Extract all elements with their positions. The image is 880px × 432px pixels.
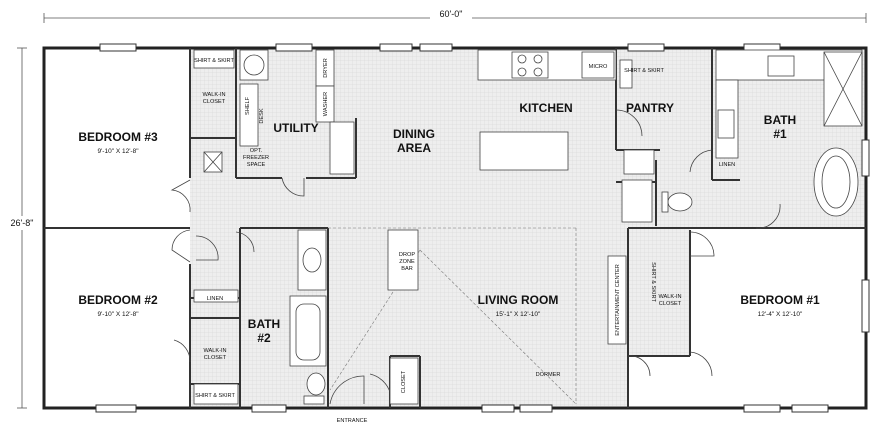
entrance-label: ENTRANCE (337, 418, 368, 424)
pantry-shirt-skirt-label: SHIRT & SKIRT (624, 68, 664, 74)
bath2-line2: #2 (257, 331, 271, 345)
dryer-label: DRYER (323, 58, 329, 77)
washer-label: WASHER (323, 92, 329, 116)
micro-label: MICRO (589, 64, 608, 70)
dining-line2: AREA (397, 141, 431, 155)
freezer-line1: OPT. (250, 148, 263, 154)
bedroom3-closet-line2: CLOSET (203, 99, 226, 105)
bedroom2-size: 9'-10" X 12'-8" (97, 311, 139, 318)
burner-icon (533, 67, 543, 77)
burner-icon (517, 67, 527, 77)
bedroom1-closet-line2: CLOSET (659, 301, 682, 307)
bedroom2-closet-line1: WALK-IN (203, 348, 226, 354)
bath2-fixtures (289, 229, 419, 405)
drop-zone-line1: DROP (399, 252, 415, 258)
burner-icon (533, 54, 543, 64)
bath1-linen-label: LINEN (719, 162, 735, 168)
door-swings (170, 109, 781, 405)
drop-zone-line2: ZONE (399, 259, 415, 265)
entertainment-center-label: ENTERTAINMENT CENTER (615, 264, 621, 335)
closet-label: CLOSET (401, 370, 407, 393)
bedroom2-name: BEDROOM #2 (78, 293, 158, 307)
utility-name: UTILITY (273, 121, 318, 135)
bedroom2-shirt-skirt-label: SHIRT & SKIRT (195, 393, 235, 399)
shelf-label: SHELF (245, 96, 251, 115)
height-dimension: 26'-8" (11, 218, 34, 228)
bedroom1-size: 12'-4" X 12'-10" (758, 311, 803, 318)
kitchen-fixtures (477, 49, 863, 223)
carpet-areas (46, 50, 864, 406)
bedroom2-closet-line2: CLOSET (204, 355, 227, 361)
living-room-size: 15'-1" X 12'-10" (496, 311, 541, 318)
drum-icon (243, 54, 265, 76)
dormer-label: DORMER (536, 372, 561, 378)
bath2-line1: BATH (248, 317, 280, 331)
bedroom3-size: 9'-10" X 12'-8" (97, 148, 139, 155)
bedroom1-name: BEDROOM #1 (740, 293, 820, 307)
pantry-name: PANTRY (626, 101, 674, 115)
windows (95, 43, 870, 413)
kitchen-name: KITCHEN (519, 101, 572, 115)
bedroom3-shirt-skirt-label: SHIRT & SKIRT (194, 58, 234, 64)
bedroom1-shirt-skirt-label: SHIRT & SKIRT (650, 262, 656, 302)
bath1-line1: BATH (764, 113, 796, 127)
dining-line1: DINING (393, 127, 435, 141)
bedroom2-linen-label: LINEN (207, 296, 223, 302)
bedroom3-closet-line1: WALK-IN (202, 92, 225, 98)
drop-zone-line3: BAR (401, 266, 413, 272)
living-room-name: LIVING ROOM (478, 293, 559, 307)
width-dimension: 60'-0" (440, 9, 463, 19)
freezer-line3: SPACE (247, 162, 266, 168)
built-ins (193, 255, 627, 405)
utility-fixtures (193, 49, 355, 175)
desk-label: DESK (259, 108, 265, 124)
bath1-line2: #1 (773, 127, 787, 141)
bedroom1-closet-line1: WALK-IN (658, 294, 681, 300)
burner-icon (517, 54, 527, 64)
bedroom3-name: BEDROOM #3 (78, 130, 158, 144)
freezer-line2: FREEZER (243, 155, 269, 161)
